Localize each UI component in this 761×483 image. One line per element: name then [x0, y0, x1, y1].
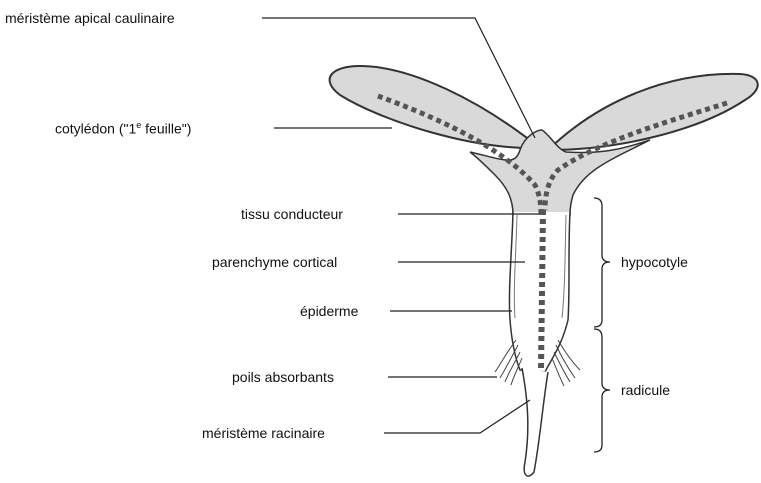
label-meristeme-racinaire: méristème racinaire: [202, 426, 325, 440]
label-cotyledon: cotylédon ("1e feuille"): [55, 121, 191, 136]
radicle-outline: [522, 368, 548, 476]
label-cotyledon-post: feuille"): [141, 121, 191, 137]
brace-radicule: [594, 329, 610, 452]
label-meristeme-apical: méristème apical caulinaire: [5, 11, 175, 25]
brace-hypocotyle: [594, 198, 610, 327]
label-epiderme: épiderme: [300, 304, 358, 318]
leader-meristeme-racinaire: [384, 400, 530, 433]
label-hypocotyle: hypocotyle: [621, 255, 688, 269]
label-parenchyme-cortical: parenchyme cortical: [212, 255, 337, 269]
label-radicule: radicule: [621, 383, 670, 397]
left-cotyledon: [330, 66, 540, 148]
right-cotyledon: [548, 74, 758, 150]
label-tissu-conducteur: tissu conducteur: [241, 207, 343, 221]
label-poils-absorbants: poils absorbants: [232, 370, 334, 384]
label-cotyledon-pre: cotylédon ("1: [55, 121, 136, 137]
